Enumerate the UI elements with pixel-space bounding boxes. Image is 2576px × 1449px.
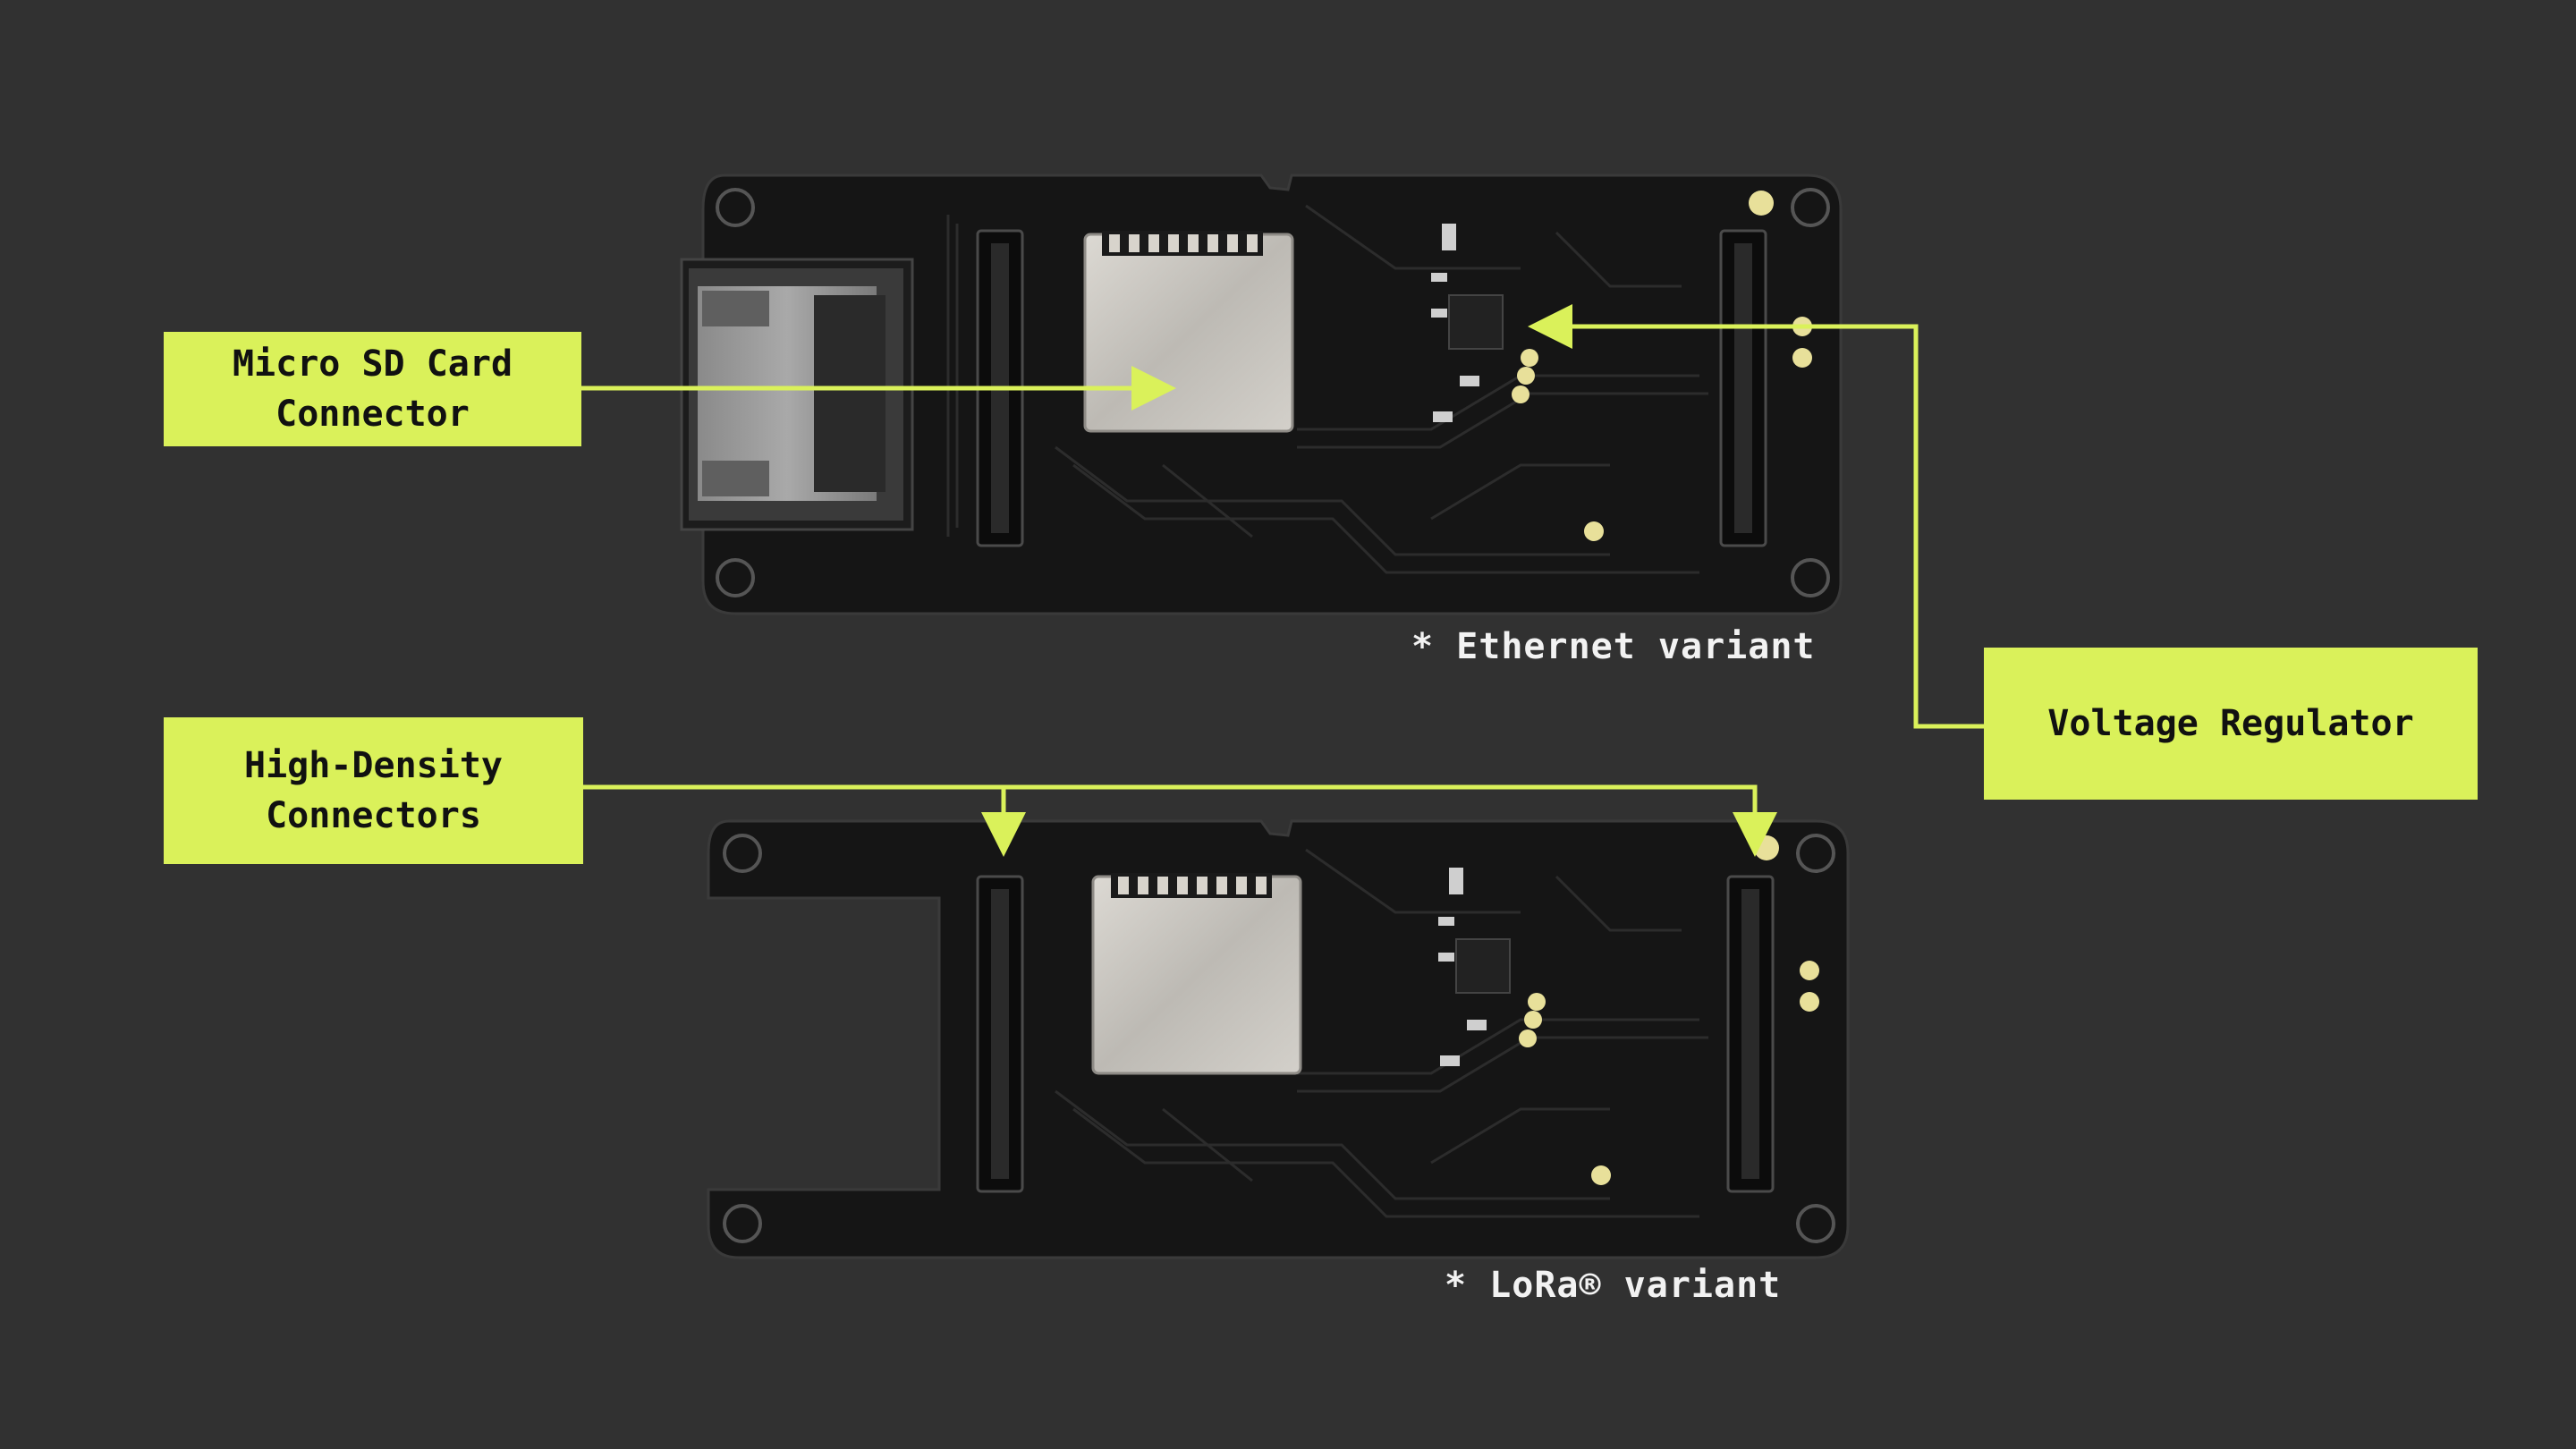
- gold-pad: [1754, 835, 1779, 860]
- micro-sd-slot-bottom: [1091, 873, 1302, 1075]
- hd-connector-right-top: [1719, 229, 1767, 547]
- micro-sd-callout-line2: Connector: [275, 394, 470, 435]
- leader-high-density-right: [1004, 784, 1777, 857]
- high-density-callout-line1: High-Density: [244, 745, 503, 786]
- ethernet-jack: [680, 258, 914, 531]
- leader-voltage-regulator: [1528, 304, 1984, 729]
- lora-board: [707, 819, 1850, 1259]
- voltage-regulator-bottom: [1438, 868, 1511, 1066]
- mounting-holes-bottom: [723, 834, 1835, 1243]
- pcb-traces-bottom: [1055, 848, 1708, 1218]
- gold-pad: [1749, 191, 1774, 216]
- micro-sd-callout-line1: Micro SD Card: [232, 343, 513, 385]
- voltage-regulator-top: [1431, 224, 1504, 422]
- mounting-holes-top: [716, 188, 1830, 597]
- micro-sd-callout: Micro SD Card Connector: [164, 332, 581, 446]
- lora-variant-caption: * LoRa® variant: [1445, 1265, 1782, 1306]
- gold-pads-bottom: [1519, 961, 1819, 1185]
- hd-connector-right-bottom: [1726, 875, 1775, 1193]
- ethernet-variant-caption: * Ethernet variant: [1411, 626, 1816, 667]
- pcb-traces-top: [946, 204, 1708, 574]
- micro-sd-slot-top: [1083, 231, 1294, 433]
- ethernet-board: [680, 174, 1843, 615]
- hd-connector-left-bottom: [976, 875, 1024, 1193]
- high-density-callout-line2: Connectors: [266, 795, 481, 836]
- voltage-regulator-callout: Voltage Regulator: [1984, 648, 2478, 800]
- high-density-callout: High-Density Connectors: [164, 717, 583, 864]
- voltage-regulator-callout-line1: Voltage Regulator: [2047, 703, 2414, 744]
- callout-leaders: [581, 304, 1984, 857]
